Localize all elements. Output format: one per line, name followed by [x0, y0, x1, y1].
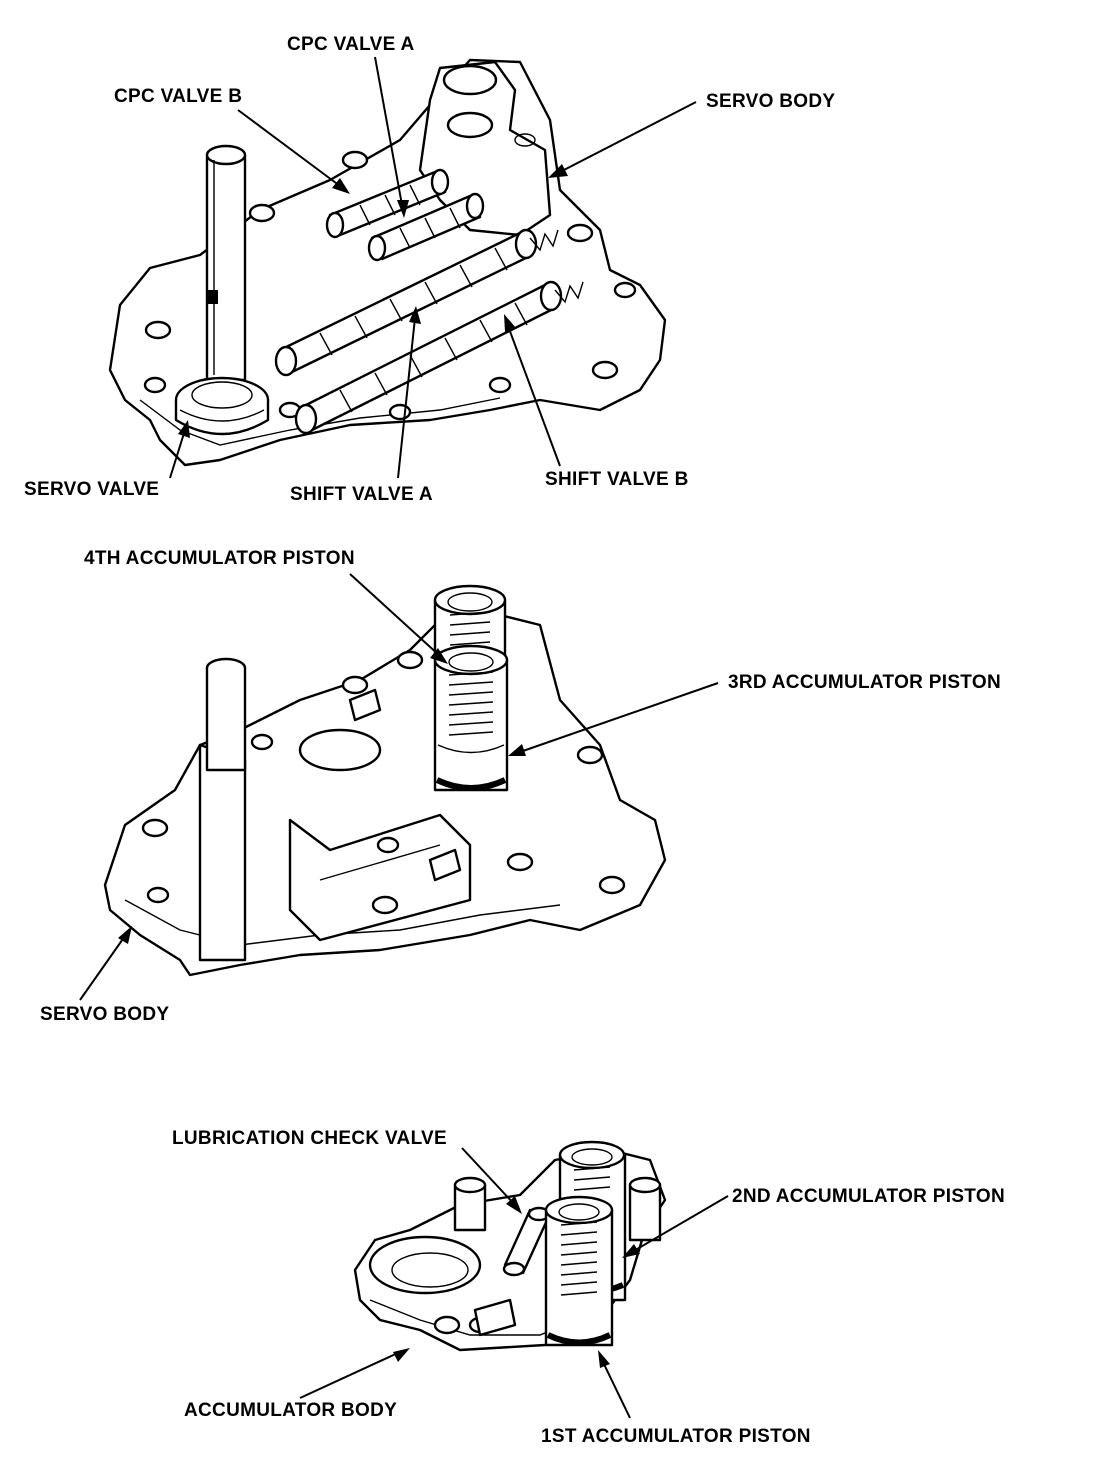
label-2nd-accumulator-piston: 2ND ACCUMULATOR PISTON [732, 1186, 1005, 1207]
label-shift-valve-a: SHIFT VALVE A [290, 484, 433, 505]
label-cpc-valve-b: CPC VALVE B [114, 86, 243, 107]
label-servo-body-mid: SERVO BODY [40, 1004, 170, 1025]
label-cpc-valve-a: CPC VALVE A [287, 34, 415, 55]
label-shift-valve-b: SHIFT VALVE B [545, 469, 689, 490]
label-1st-accumulator-piston: 1ST ACCUMULATOR PISTON [541, 1426, 811, 1447]
label-servo-body-top: SERVO BODY [706, 91, 836, 112]
label-4th-accumulator-piston: 4TH ACCUMULATOR PISTON [84, 548, 355, 569]
label-accumulator-body: ACCUMULATOR BODY [184, 1400, 398, 1421]
label-servo-valve: SERVO VALVE [24, 479, 160, 500]
label-3rd-accumulator-piston: 3RD ACCUMULATOR PISTON [728, 672, 1001, 693]
label-lubrication-check-valve: LUBRICATION CHECK VALVE [172, 1128, 448, 1149]
